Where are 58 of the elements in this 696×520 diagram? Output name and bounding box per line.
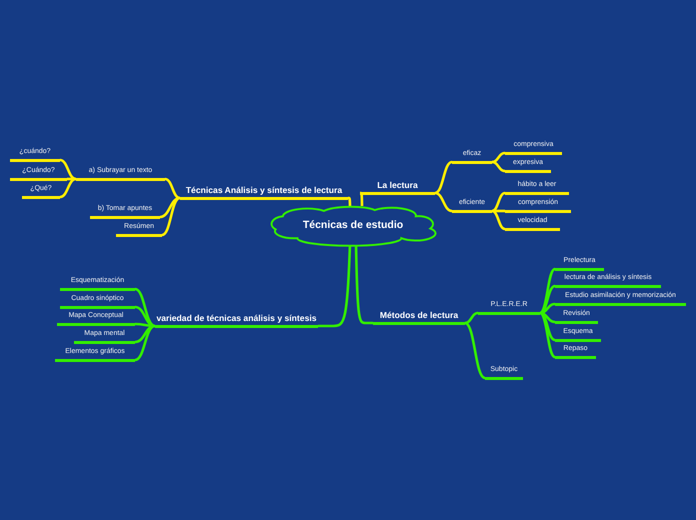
branch-line [134, 288, 156, 328]
topic-node [555, 275, 661, 288]
branch-line [134, 324, 156, 362]
topic-node [555, 346, 596, 359]
topic-node [555, 329, 601, 342]
topic-text: variedad de técnicas análisis y síntesis [155, 313, 318, 323]
branch-line [539, 312, 556, 358]
topic-text: La lectura [376, 180, 419, 190]
branch-line [492, 160, 506, 172]
topic-node [555, 293, 686, 306]
topic-node [10, 168, 67, 181]
branch-line [492, 152, 506, 164]
topic-node [505, 200, 571, 213]
topic-node [478, 302, 540, 315]
topic-node [360, 179, 435, 195]
topic-node [60, 296, 135, 309]
topic-node [155, 312, 318, 328]
branch-line [346, 196, 352, 206]
topic-node [55, 349, 135, 362]
topic-node [74, 331, 135, 344]
branch-line [162, 196, 180, 236]
topic-node [373, 309, 465, 325]
topic-node [505, 182, 569, 195]
branch-line [60, 158, 76, 180]
topic-node [76, 168, 165, 181]
topic-node [22, 186, 60, 199]
topic-node [505, 160, 551, 173]
branch-line [434, 192, 452, 212]
branch-line [358, 192, 364, 206]
topic-node [116, 224, 162, 237]
topic-node [10, 149, 60, 162]
branch-line [134, 306, 156, 328]
branch-line [464, 322, 486, 380]
topic-node [505, 218, 560, 231]
branch-line [67, 178, 76, 180]
branch-line [434, 160, 452, 194]
central-topic-text: Técnicas de estudio [302, 218, 404, 233]
branch-line [492, 192, 506, 212]
topic-node [505, 142, 562, 155]
branch-line [134, 324, 156, 344]
topic-node [452, 200, 492, 213]
topic-node [555, 311, 598, 324]
topic-node [485, 367, 523, 380]
topic-node [90, 206, 160, 219]
topic-node [452, 151, 492, 164]
branch-line [464, 312, 478, 324]
branch-line [492, 210, 506, 230]
topic-node [57, 313, 135, 326]
topic-node [180, 184, 348, 200]
branch-line [164, 178, 180, 200]
branch-line [60, 178, 76, 198]
branch-line [160, 196, 180, 218]
topic-node [60, 278, 135, 291]
topic-node [555, 258, 604, 271]
topic-text: Métodos de lectura [378, 310, 460, 320]
topic-text: Técnicas Análisis y síntesis de lectura [184, 185, 344, 195]
cloud-node [272, 203, 434, 247]
branch-line [492, 210, 505, 212]
